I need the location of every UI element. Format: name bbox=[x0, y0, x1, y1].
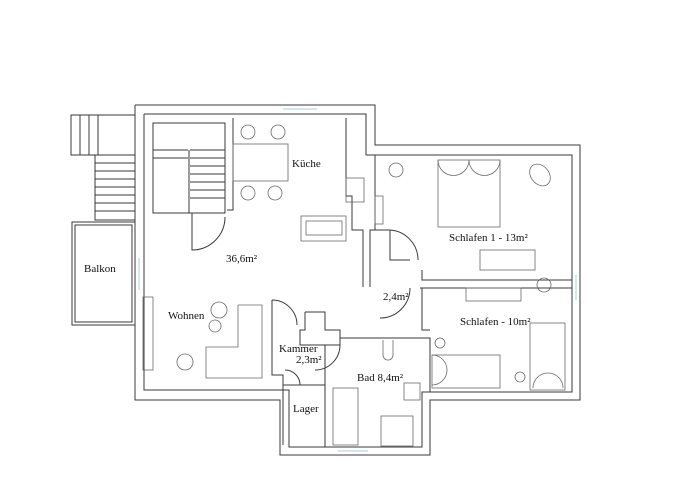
room-area-kammer: 2,3m² bbox=[296, 354, 322, 366]
room-label-balkon: Balkon bbox=[84, 263, 116, 275]
room-label-kueche: Küche bbox=[292, 158, 321, 170]
room-label-kammer: Kammer bbox=[279, 343, 318, 355]
bedroom1-furniture bbox=[374, 159, 551, 271]
room-area-flur: 2,4m² bbox=[383, 291, 409, 303]
living-furniture bbox=[142, 296, 263, 379]
room-label-bad: Bad 8,4m² bbox=[357, 372, 404, 384]
room-label-wohnen: Wohnen bbox=[168, 310, 205, 322]
kitchen-furniture bbox=[232, 124, 365, 242]
room-label-lager: Lager bbox=[293, 403, 319, 415]
room-label-schlafen2: Schlafen - 10m² bbox=[460, 316, 531, 328]
staircase bbox=[152, 122, 226, 251]
doors bbox=[271, 229, 419, 386]
walls bbox=[70, 104, 581, 456]
bedroom2-furniture bbox=[431, 277, 566, 391]
room-area-wohnen: 36,6m² bbox=[226, 253, 258, 265]
room-label-schlafen1: Schlafen 1 - 13m² bbox=[449, 232, 528, 244]
bath-furniture bbox=[332, 340, 421, 447]
